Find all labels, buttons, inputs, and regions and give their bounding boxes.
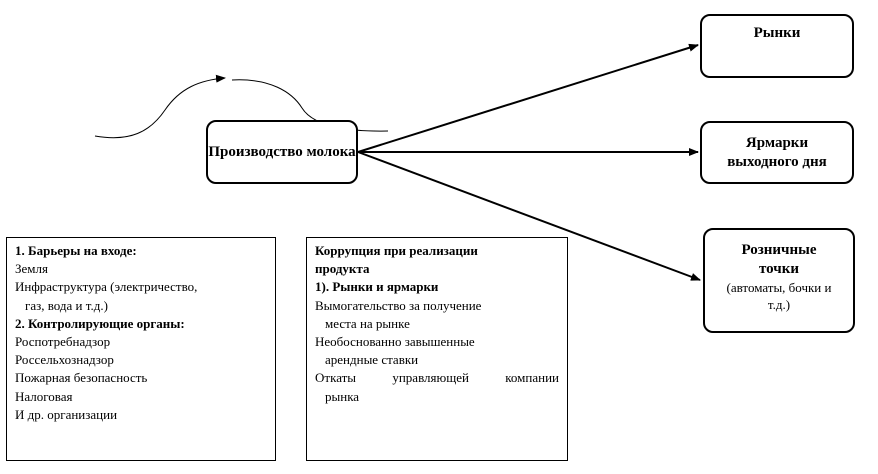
corruption-item: Откаты управляющей компании <box>315 370 559 386</box>
barriers-panel: 1. Барьеры на входе: Земля Инфраструктур… <box>6 237 276 461</box>
node-markets-label: Рынки <box>753 24 801 41</box>
corruption-item: Необоснованно завышенные <box>315 334 475 350</box>
arrow-to-retail <box>357 151 701 281</box>
corruption-item: арендные ставки <box>325 352 419 368</box>
corruption-item: Вымогательство за получение <box>315 297 482 313</box>
barriers-entry-item: Инфраструктура (электричество, <box>15 279 198 295</box>
node-retail-points-title: Розничные точки <box>741 242 817 277</box>
barriers-heading-entry: 1. Барьеры на входе: <box>15 243 137 258</box>
barriers-entry-item: газ, вода и т.д.) <box>25 297 108 313</box>
curved-arrow-decoration <box>94 74 226 139</box>
barriers-control-item: Пожарная безопасность <box>15 370 148 386</box>
node-milk-production: Производство молока <box>206 120 358 184</box>
node-weekend-fairs-label: Ярмарки выходного дня <box>727 134 827 170</box>
corruption-heading: Коррупция при реализации продукта <box>315 243 478 277</box>
barriers-control-item: Налоговая <box>15 388 73 404</box>
node-retail-points-note: (автоматы, бочки и т.д.) <box>726 280 832 312</box>
node-markets: Рынки <box>700 14 854 78</box>
barriers-control-item: Роспотребнадзор <box>15 334 111 350</box>
node-weekend-fairs: Ярмарки выходного дня <box>700 121 854 184</box>
node-retail-points: Розничные точки (автоматы, бочки и т.д.) <box>703 228 855 333</box>
corruption-subheading: 1). Рынки и ярмарки <box>315 279 439 295</box>
node-milk-production-label: Производство молока <box>208 143 356 160</box>
barriers-control-item: Россельхознадзор <box>15 352 114 368</box>
corruption-panel: Коррупция при реализации продукта 1). Ры… <box>306 237 568 461</box>
barriers-heading-control: 2. Контролирующие органы: <box>15 315 185 331</box>
barriers-control-item: И др. организации <box>15 406 118 422</box>
corruption-item: рынка <box>325 388 360 404</box>
barriers-entry-item: Земля <box>15 261 48 277</box>
corruption-item: места на рынке <box>325 315 410 331</box>
arrow-to-markets <box>357 43 699 153</box>
